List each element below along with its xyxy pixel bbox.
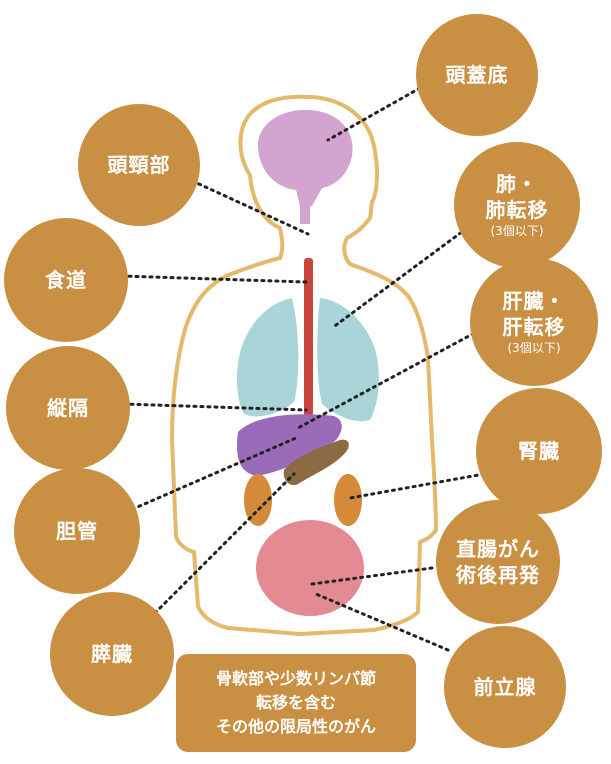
label-mediastinum: 縦隔: [6, 346, 130, 470]
label-rectal-line1: 直腸がん: [456, 536, 540, 562]
brainstem-shape: [300, 196, 310, 224]
label-liver-line2: 肝転移: [503, 314, 566, 340]
other-cancers-line3: その他の限局性のがん: [216, 715, 376, 739]
bladder-shape: [256, 520, 364, 616]
label-rectal-line2: 術後再発: [456, 562, 540, 588]
label-prostate-text: 前立腺: [474, 674, 537, 700]
label-liver: 肝臓・ 肝転移 (3個以下): [470, 258, 598, 386]
label-kidney-text: 腎臓: [518, 438, 560, 464]
label-esophagus-text: 食道: [45, 267, 87, 293]
label-lung-line2: 肺転移: [486, 197, 549, 223]
right-kidney-shape: [334, 474, 362, 526]
label-skull-base: 頭蓋底: [416, 14, 538, 136]
label-skull-base-text: 頭蓋底: [446, 62, 509, 88]
label-bile-duct: 胆管: [14, 468, 140, 594]
label-head-neck: 頭頸部: [78, 104, 200, 226]
label-esophagus: 食道: [4, 218, 128, 342]
label-lung-line1: 肺・: [496, 171, 538, 197]
label-lung-note: (3個以下): [491, 223, 544, 239]
other-cancers-line2: 転移を含む: [256, 691, 336, 715]
label-lung: 肺・ 肺転移 (3個以下): [454, 142, 580, 268]
label-rectal: 直腸がん 術後再発: [436, 500, 560, 624]
label-prostate: 前立腺: [444, 626, 566, 748]
label-bile-duct-text: 胆管: [56, 518, 98, 544]
label-kidney: 腎臓: [476, 388, 602, 514]
other-cancers-line1: 骨軟部や少数リンパ節: [216, 667, 376, 691]
label-liver-note: (3個以下): [508, 340, 561, 356]
label-liver-line1: 肝臓・: [503, 288, 566, 314]
other-cancers-box: 骨軟部や少数リンパ節 転移を含む その他の限局性のがん: [176, 654, 416, 752]
label-mediastinum-text: 縦隔: [47, 395, 89, 421]
label-pancreas: 膵臓: [50, 592, 174, 716]
label-head-neck-text: 頭頸部: [108, 152, 171, 178]
label-pancreas-text: 膵臓: [91, 641, 133, 667]
